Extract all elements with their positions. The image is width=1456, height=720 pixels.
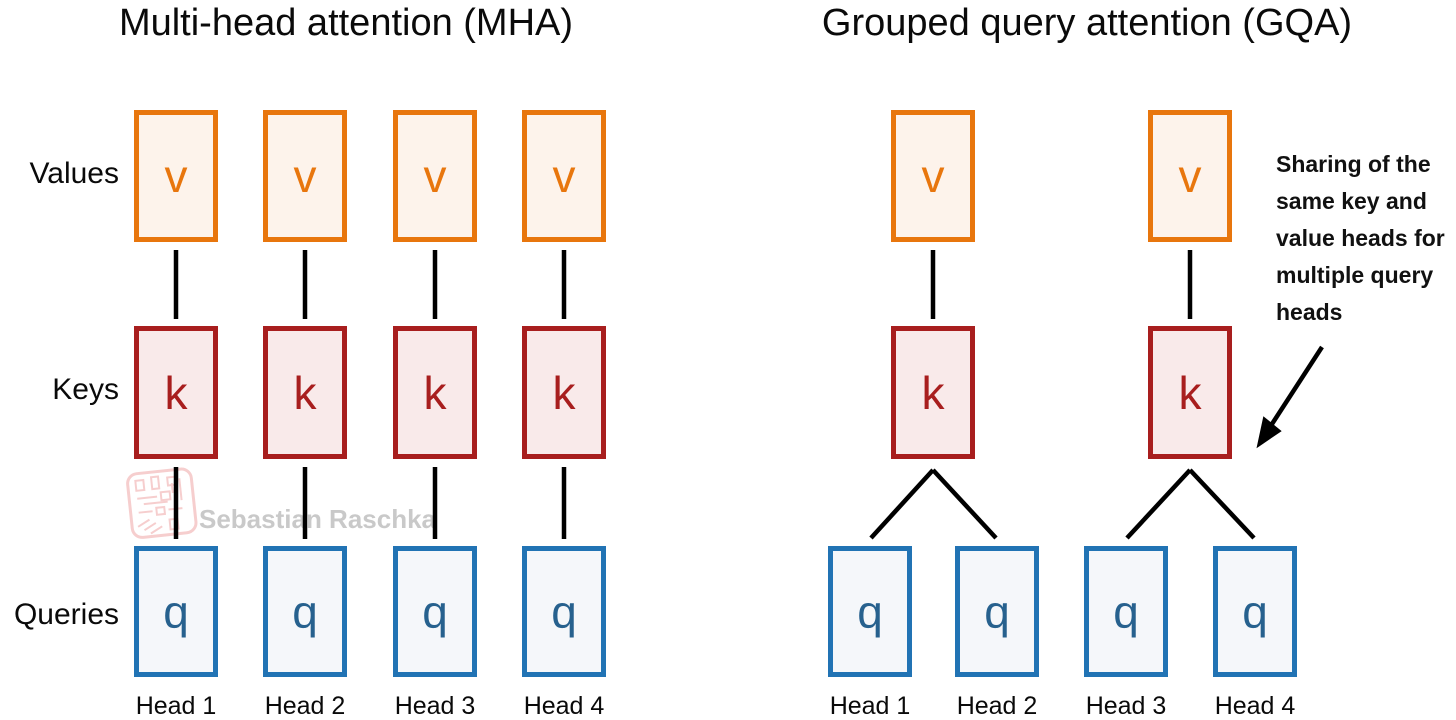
gqa-value-box-1: v bbox=[891, 110, 975, 242]
gqa-head-label-2: Head 2 bbox=[956, 692, 1038, 720]
mha-value-box-3: v bbox=[393, 110, 477, 242]
mha-value-box-1: v bbox=[134, 110, 218, 242]
right-title: Grouped query attention (GQA) bbox=[821, 2, 1353, 44]
left-title: Multi-head attention (MHA) bbox=[118, 2, 574, 44]
mha-head-label-2: Head 2 bbox=[264, 692, 346, 720]
mha-key-box-2: k bbox=[263, 326, 347, 459]
mha-key-box-4: k bbox=[522, 326, 606, 459]
annotation-line-5: heads bbox=[1276, 299, 1343, 325]
annotation-line-4: multiple query bbox=[1276, 262, 1434, 288]
mha-head-label-1: Head 1 bbox=[135, 692, 217, 720]
gqa-key-box-1: k bbox=[891, 326, 975, 459]
row-label-queries: Queries bbox=[13, 598, 119, 631]
mha-head-label-4: Head 4 bbox=[523, 692, 605, 720]
annotation-line-1: Sharing of the bbox=[1276, 151, 1431, 177]
mha-query-box-4: q bbox=[522, 546, 606, 677]
gqa-head-label-4: Head 4 bbox=[1214, 692, 1296, 720]
mha-value-box-2: v bbox=[263, 110, 347, 242]
mha-query-box-3: q bbox=[393, 546, 477, 677]
mha-key-box-3: k bbox=[393, 326, 477, 459]
annotation-line-2: same key and bbox=[1276, 188, 1427, 214]
mha-query-box-2: q bbox=[263, 546, 347, 677]
gqa-query-box-3: q bbox=[1084, 546, 1168, 677]
mha-head-label-3: Head 3 bbox=[394, 692, 476, 720]
watermark-logo-icon bbox=[126, 467, 198, 539]
gqa-query-box-4: q bbox=[1213, 546, 1297, 677]
gqa-head-label-1: Head 1 bbox=[829, 692, 911, 720]
gqa-query-box-1: q bbox=[828, 546, 912, 677]
mha-query-box-1: q bbox=[134, 546, 218, 677]
watermark-text: Sebastian Raschka bbox=[199, 504, 437, 534]
gqa-query-box-2: q bbox=[955, 546, 1039, 677]
gqa-value-box-2: v bbox=[1148, 110, 1232, 242]
row-label-keys: Keys bbox=[52, 373, 119, 406]
mha-key-box-1: k bbox=[134, 326, 218, 459]
mha-value-box-4: v bbox=[522, 110, 606, 242]
annotation-arrow-icon bbox=[1256, 345, 1324, 449]
annotation-line-3: value heads for bbox=[1276, 225, 1445, 251]
gqa-key-box-2: k bbox=[1148, 326, 1232, 459]
sharing-annotation: Sharing of the same key and value heads … bbox=[1276, 146, 1456, 331]
gqa-head-label-3: Head 3 bbox=[1085, 692, 1167, 720]
row-label-values: Values bbox=[29, 157, 119, 190]
